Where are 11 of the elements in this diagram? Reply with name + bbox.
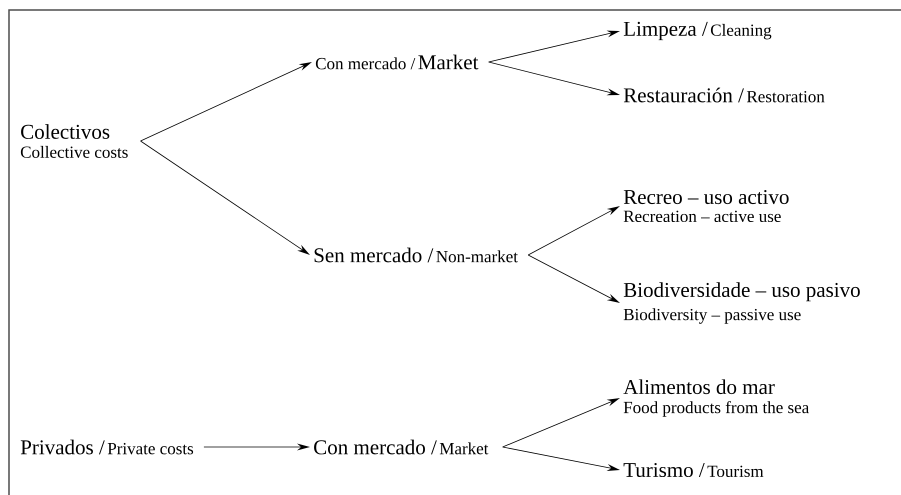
text-label: Alimentos do mar Food products from the sea: [623, 379, 809, 417]
text-label: Sen mercado /Non-market: [314, 248, 518, 262]
text-label: Colectivos Collective costs: [20, 124, 128, 158]
text-label: Restauración /Restoration: [624, 88, 825, 102]
text-label: Con mercado /Market: [316, 54, 478, 70]
text-label: Limpeza /Cleaning: [624, 22, 772, 40]
text-label: Con mercado /Market: [314, 440, 488, 454]
text-label: Privados /Private costs: [20, 440, 194, 454]
text-label: Biodiversidade – uso pasivo Biodiversity – passive use: [624, 282, 860, 324]
text-label: Recreo – uso activo Recreation – active use: [624, 190, 789, 222]
text-label: Turismo /Tourism: [624, 462, 764, 478]
